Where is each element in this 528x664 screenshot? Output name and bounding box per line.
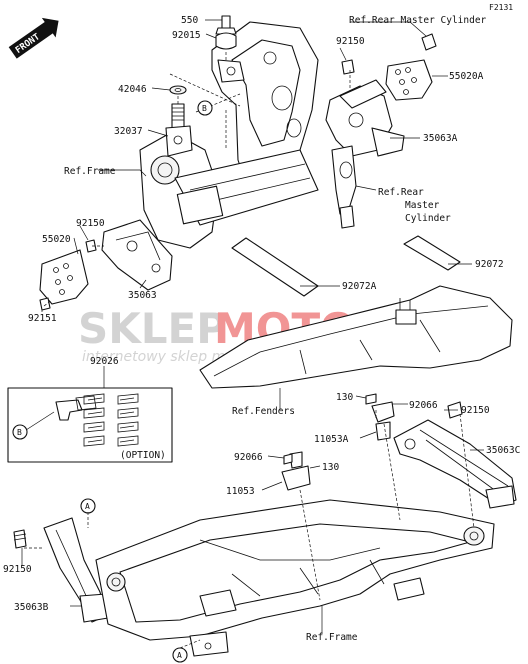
callout-a-bottom-letter: A bbox=[177, 651, 182, 660]
label-55020a: 55020A bbox=[449, 71, 484, 82]
label-130-top: 130 bbox=[336, 392, 353, 403]
label-92150-top: 92150 bbox=[336, 36, 365, 47]
label-92072: 92072 bbox=[475, 259, 504, 270]
label-ref-fenders: Ref.Fenders bbox=[232, 406, 295, 417]
label-42046: 42046 bbox=[118, 84, 147, 95]
label-ref-frame-bottom: Ref.Frame bbox=[306, 632, 358, 643]
upper-frame-section bbox=[139, 21, 319, 249]
label-35063b: 35063B bbox=[14, 602, 49, 613]
label-92150-right: 92150 bbox=[461, 405, 490, 416]
label-ref-frame-top: Ref.Frame bbox=[64, 166, 116, 177]
label-11053a: 11053A bbox=[314, 434, 349, 445]
label-35063c: 35063C bbox=[486, 445, 520, 456]
left-footrest-bracket bbox=[39, 219, 173, 311]
label-92015: 92015 bbox=[172, 30, 201, 41]
right-footrest-arm bbox=[393, 401, 517, 509]
front-direction-badge: FRONT bbox=[8, 17, 59, 59]
callout-a-top-letter: A bbox=[85, 502, 90, 511]
label-ref-rear-master-mid-2: Master bbox=[405, 200, 440, 211]
label-550: 550 bbox=[181, 15, 198, 26]
leader-lines bbox=[21, 19, 484, 649]
callout-b-top: B bbox=[197, 100, 213, 116]
label-option: (OPTION) bbox=[120, 450, 166, 461]
front-arrow-icon bbox=[8, 17, 59, 59]
option-parts-box bbox=[7, 387, 173, 463]
label-ref-rear-master-mid-3: Cylinder bbox=[405, 213, 451, 224]
label-92151: 92151 bbox=[28, 313, 57, 324]
clamp-parts bbox=[281, 393, 395, 491]
label-32037: 32037 bbox=[114, 126, 143, 137]
rear-subframe bbox=[95, 499, 495, 657]
watermark-brand-grey: SKLEP bbox=[78, 304, 227, 353]
label-55020: 55020 bbox=[42, 234, 71, 245]
label-92026: 92026 bbox=[90, 356, 119, 367]
part-labels: 550 92015 42046 32037 Ref.Frame 92150 55… bbox=[3, 15, 520, 643]
rear-master-cylinder-bracket bbox=[325, 33, 437, 229]
callout-b-box: B bbox=[12, 424, 28, 440]
label-92072a: 92072A bbox=[342, 281, 377, 292]
label-92150-bottom: 92150 bbox=[3, 564, 32, 575]
top-bolt-stack bbox=[165, 15, 237, 157]
label-92150-left: 92150 bbox=[76, 218, 105, 229]
callout-a-bottom: A bbox=[172, 647, 188, 663]
label-92066-mid: 92066 bbox=[234, 452, 263, 463]
left-footrest-arm bbox=[13, 517, 109, 623]
callout-b-box-letter: B bbox=[17, 428, 22, 437]
callout-a-top: A bbox=[80, 498, 96, 514]
label-35063: 35063 bbox=[128, 290, 157, 301]
figure-code: F2131 bbox=[489, 3, 513, 12]
label-130-mid: 130 bbox=[322, 462, 339, 473]
rear-fender bbox=[199, 285, 513, 389]
label-ref-rear-master-mid-1: Ref.Rear bbox=[378, 187, 424, 198]
callout-b-top-letter: B bbox=[202, 104, 207, 113]
label-11053: 11053 bbox=[226, 486, 255, 497]
label-35063a: 35063A bbox=[423, 133, 458, 144]
label-ref-rear-master-top: Ref.Rear Master Cylinder bbox=[349, 15, 487, 26]
label-92066-top: 92066 bbox=[409, 400, 438, 411]
